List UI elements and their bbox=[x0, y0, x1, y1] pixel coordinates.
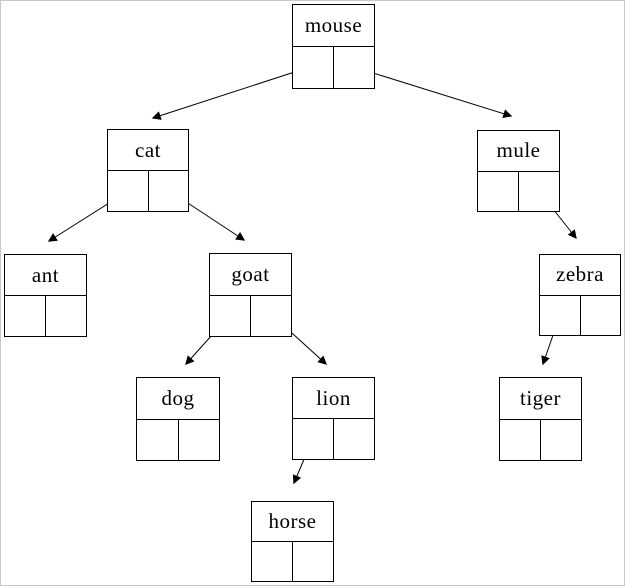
left-pointer-cell bbox=[293, 47, 334, 88]
node-label: tiger bbox=[500, 378, 581, 420]
pointer-row bbox=[108, 171, 188, 211]
right-pointer-cell bbox=[251, 296, 291, 337]
right-pointer-cell bbox=[334, 419, 374, 459]
tree-node-mouse: mouse bbox=[292, 4, 375, 89]
tree-node-horse: horse bbox=[251, 501, 334, 582]
right-pointer-cell bbox=[149, 171, 189, 211]
pointer-arrow-mouse-to-cat bbox=[151, 65, 314, 120]
left-pointer-cell bbox=[108, 171, 149, 211]
node-label: lion bbox=[293, 378, 374, 419]
tree-node-dog: dog bbox=[136, 377, 220, 461]
pointer-row bbox=[5, 296, 86, 336]
right-pointer-cell bbox=[293, 542, 333, 581]
pointer-arrow-mouse-to-mule bbox=[353, 66, 513, 119]
node-label: mule bbox=[478, 131, 559, 172]
left-pointer-cell bbox=[252, 542, 293, 581]
left-pointer-cell bbox=[5, 296, 46, 336]
pointer-row bbox=[293, 419, 374, 459]
pointer-row bbox=[478, 171, 559, 212]
pointer-row bbox=[210, 295, 291, 337]
left-pointer-cell bbox=[210, 295, 251, 336]
left-pointer-cell bbox=[137, 419, 179, 460]
right-pointer-cell bbox=[179, 420, 220, 461]
tree-node-mule: mule bbox=[477, 130, 560, 212]
tree-node-lion: lion bbox=[292, 377, 375, 460]
left-pointer-cell bbox=[500, 419, 541, 460]
pointer-row bbox=[252, 542, 333, 581]
right-pointer-cell bbox=[46, 296, 86, 336]
left-pointer-cell bbox=[293, 419, 334, 459]
left-pointer-cell bbox=[540, 295, 581, 335]
tree-node-zebra: zebra bbox=[539, 254, 621, 336]
right-pointer-cell bbox=[541, 420, 581, 461]
node-label: goat bbox=[210, 254, 291, 296]
pointer-row bbox=[137, 419, 220, 461]
right-pointer-cell bbox=[581, 296, 621, 336]
node-label: horse bbox=[252, 502, 333, 542]
left-pointer-cell bbox=[478, 171, 519, 211]
tree-node-cat: cat bbox=[107, 129, 189, 212]
pointer-row bbox=[540, 295, 621, 336]
pointer-row bbox=[293, 47, 374, 88]
tree-node-tiger: tiger bbox=[499, 377, 582, 461]
pointer-row bbox=[500, 419, 581, 461]
tree-node-ant: ant bbox=[4, 254, 87, 337]
right-pointer-cell bbox=[519, 172, 559, 212]
tree-node-goat: goat bbox=[209, 253, 292, 337]
node-label: dog bbox=[137, 378, 219, 420]
node-label: cat bbox=[108, 130, 188, 171]
node-label: ant bbox=[5, 255, 86, 296]
right-pointer-cell bbox=[334, 47, 374, 88]
node-label: zebra bbox=[540, 255, 620, 296]
node-label: mouse bbox=[293, 5, 374, 47]
